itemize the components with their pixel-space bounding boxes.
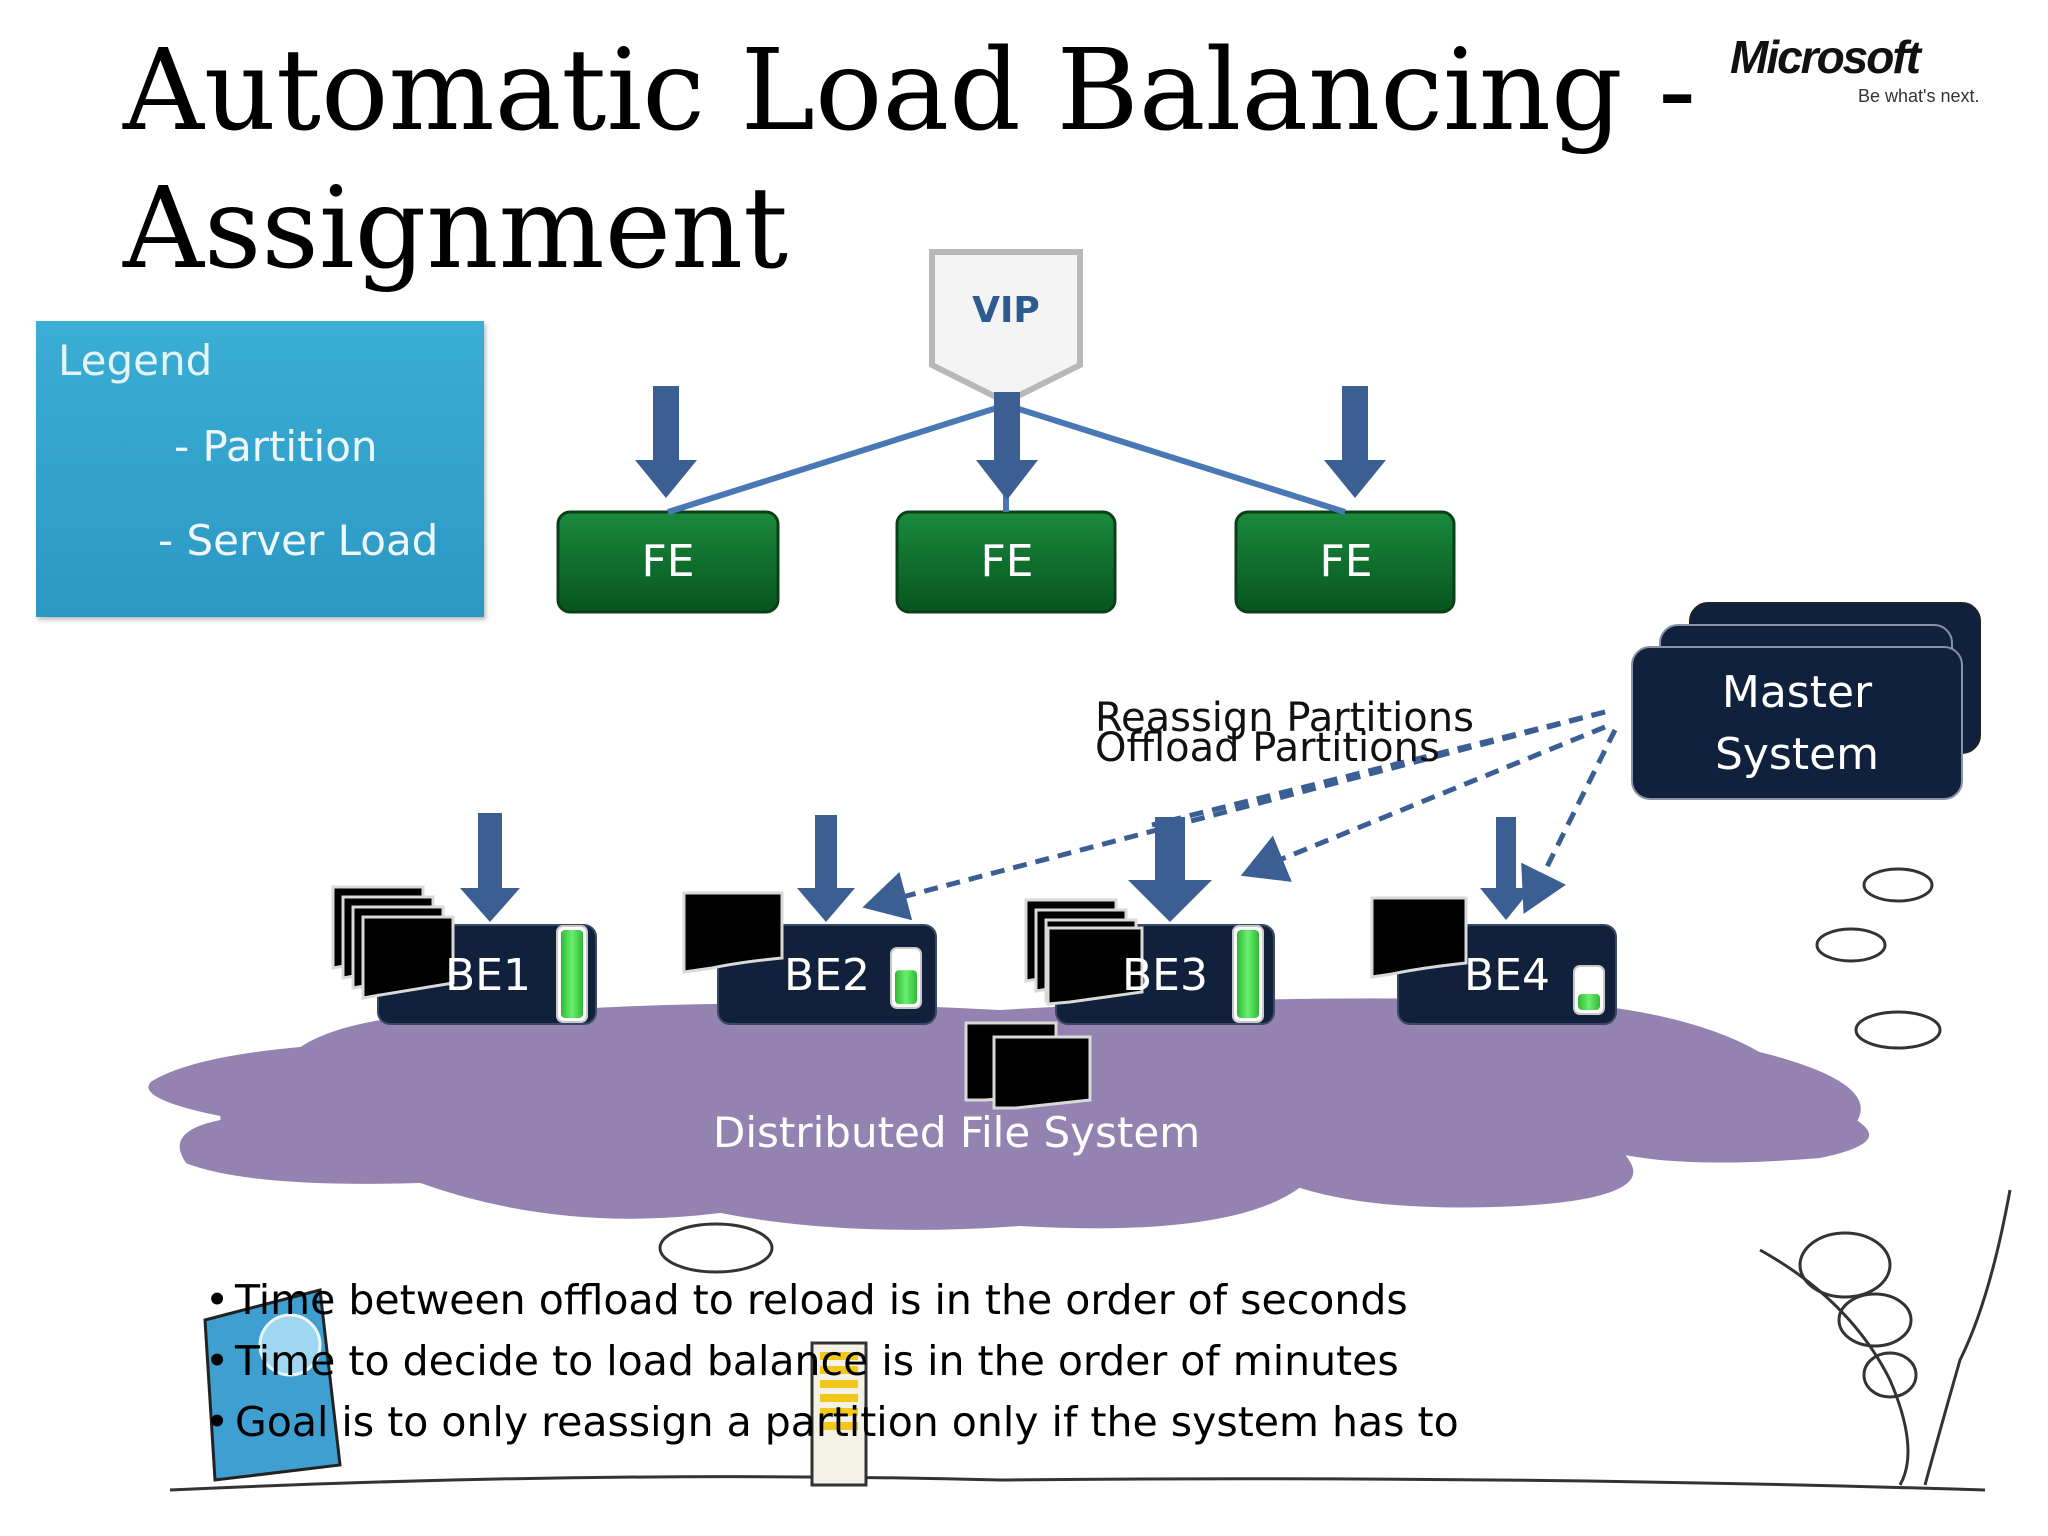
master-label-line-2: System	[1714, 729, 1880, 780]
master-box-front	[1631, 646, 1963, 800]
partitions	[331, 885, 1468, 1110]
partition-icon	[1046, 926, 1144, 1006]
dashed-arrow	[1151, 709, 1606, 828]
sketch-cloud-puff	[1854, 1010, 1942, 1050]
bullet-list: Time between offload to reload is in the…	[205, 1270, 1459, 1453]
vip-shape	[929, 249, 1083, 406]
page-title-line-1: Automatic Load Balancing -	[123, 26, 1697, 156]
fe-label: FE	[641, 536, 695, 587]
legend-title: Legend	[58, 336, 213, 385]
down-arrow-icon	[1324, 386, 1386, 498]
sketch-funnel	[1923, 1189, 2012, 1486]
be-label: BE2	[784, 950, 870, 1001]
vip-label: VIP	[972, 290, 1040, 331]
down-arrow-icon	[635, 386, 697, 498]
fe-label: FE	[980, 536, 1034, 587]
be-label: BE4	[1464, 950, 1550, 1001]
master-system-stack	[1631, 602, 1981, 800]
microsoft-logo: Microsoft	[1730, 31, 1921, 83]
server-load-fill	[1237, 930, 1259, 1018]
server-load-fill	[561, 930, 583, 1018]
dashed-arrow	[1240, 724, 1606, 882]
fe-incoming-arrows	[635, 386, 1386, 500]
fe-label: FE	[1319, 536, 1373, 587]
page-title: Automatic Load Balancing - Assignment	[123, 22, 1696, 298]
reassign-partitions-label: Reassign Partitions	[1095, 695, 1474, 741]
sketch-cloud-puff	[1815, 927, 1887, 963]
server-load-bars	[556, 925, 1605, 1023]
bullet-item: Time to decide to load balance is in the…	[205, 1331, 1459, 1392]
legend-server-load-label: - Server Load	[158, 516, 439, 565]
partition-icon	[992, 1035, 1092, 1110]
down-arrow-icon	[797, 815, 855, 922]
be-incoming-arrows	[460, 813, 1532, 922]
ground-line	[169, 1475, 1986, 1492]
dashed-arrow	[1521, 728, 1618, 914]
page-title-line-2: Assignment	[123, 164, 789, 294]
vip-link-line	[1005, 402, 1346, 515]
down-arrow-icon	[976, 392, 1038, 500]
partition-icon	[1370, 896, 1468, 979]
frontend-boxes	[556, 510, 1456, 614]
master-label-line-1: Master	[1721, 667, 1873, 718]
sketch-cloud-puff	[1862, 867, 1934, 903]
bullet-item: Time between offload to reload is in the…	[205, 1270, 1459, 1331]
sketch-cloud-puff	[1862, 1351, 1918, 1399]
logo-tagline: Be what's next.	[1858, 86, 1980, 106]
down-arrow-icon	[1128, 817, 1212, 922]
offload-partitions-label: Offload Partitions	[1095, 725, 1440, 771]
partition-icon	[361, 915, 455, 1000]
reassign-arrows	[862, 709, 1618, 921]
down-arrow-icon	[1480, 817, 1532, 920]
legend-partition-label: - Partition	[174, 422, 378, 471]
legend-panel	[36, 321, 484, 617]
down-arrow-icon	[460, 813, 520, 922]
server-load-fill	[895, 970, 917, 1004]
sketch-funnel	[1759, 1248, 1910, 1486]
master-system-label: Master System	[1632, 662, 1962, 786]
vip-link-line	[667, 402, 1007, 515]
server-load-fill	[1578, 994, 1600, 1010]
dfs-label: Distributed File System	[713, 1108, 1201, 1157]
bullet-item: Goal is to only reassign a partition onl…	[205, 1392, 1459, 1453]
partition-icon	[682, 891, 784, 974]
be-label: BE1	[445, 950, 531, 1001]
sketch-cloud-puff	[658, 1222, 774, 1274]
sketch-cloud-puff	[1837, 1292, 1913, 1348]
sketch-cloud-puff	[1798, 1231, 1892, 1299]
be-label: BE3	[1122, 950, 1208, 1001]
